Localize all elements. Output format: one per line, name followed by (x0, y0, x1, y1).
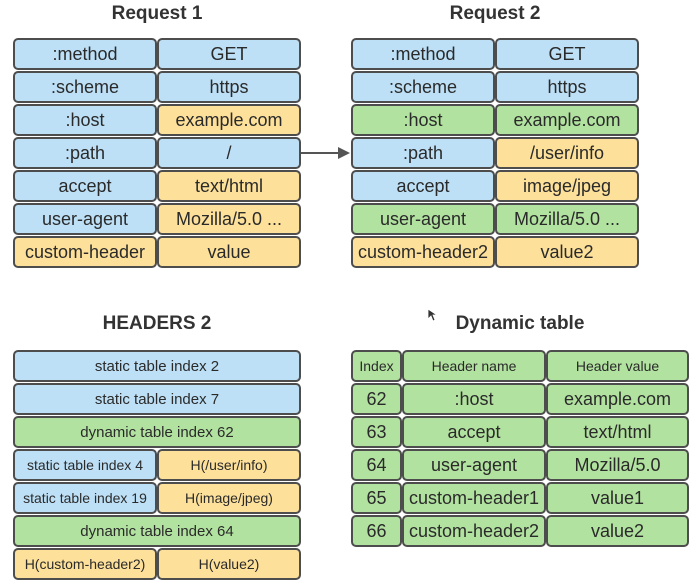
dynamic-table-index-cell: 66 (351, 515, 402, 547)
dynamic-table-value-cell: Mozilla/5.0 (546, 449, 689, 481)
headers2-cell: H(value2) (157, 548, 301, 580)
dynamic-table-index-cell: 64 (351, 449, 402, 481)
request1-value-cell: text/html (157, 170, 301, 202)
dynamic-table-name-cell: :host (402, 383, 546, 415)
dynamic-table-name-cell: custom-header1 (402, 482, 546, 514)
request1-name-cell: user-agent (13, 203, 157, 235)
dynamic-table-name-cell: user-agent (402, 449, 546, 481)
request1-value-cell: https (157, 71, 301, 103)
request2-value-cell: GET (495, 38, 639, 70)
request2-name-cell: :host (351, 104, 495, 136)
dynamic-table-title: Dynamic table (455, 313, 585, 334)
request1-value-cell: GET (157, 38, 301, 70)
dynamic-table-index-cell: 63 (351, 416, 402, 448)
dynamic-table-name-cell: accept (402, 416, 546, 448)
request2-name-cell: :scheme (351, 71, 495, 103)
headers2-title: HEADERS 2 (102, 313, 212, 334)
headers2-cell: dynamic table index 64 (13, 515, 301, 547)
dynamic-table-name-cell: custom-header2 (402, 515, 546, 547)
request2-value-cell: https (495, 71, 639, 103)
request2-value-cell: /user/info (495, 137, 639, 169)
request2-name-cell: user-agent (351, 203, 495, 235)
request1-value-cell: Mozilla/5.0 ... (157, 203, 301, 235)
request1-name-cell: accept (13, 170, 157, 202)
headers2-cell: H(/user/info) (157, 449, 301, 481)
headers2-cell: static table index 2 (13, 350, 301, 382)
request2-value-cell: image/jpeg (495, 170, 639, 202)
headers2-cell: static table index 19 (13, 482, 157, 514)
request2-value-cell: value2 (495, 236, 639, 268)
request1-name-cell: custom-header (13, 236, 157, 268)
request1-title: Request 1 (111, 3, 203, 24)
headers2-cell: static table index 4 (13, 449, 157, 481)
request2-name-cell: custom-header2 (351, 236, 495, 268)
headers2-cell: H(image/jpeg) (157, 482, 301, 514)
request1-name-cell: :host (13, 104, 157, 136)
request2-value-cell: Mozilla/5.0 ... (495, 203, 639, 235)
request1-name-cell: :scheme (13, 71, 157, 103)
mouse-cursor-icon (427, 308, 437, 322)
request1-value-cell: / (157, 137, 301, 169)
request1-value-cell: example.com (157, 104, 301, 136)
dynamic-table-header-index: Index (351, 350, 402, 382)
headers2-cell: dynamic table index 62 (13, 416, 301, 448)
dynamic-table-value-cell: value2 (546, 515, 689, 547)
dynamic-table-value-cell: value1 (546, 482, 689, 514)
dynamic-table-value-cell: example.com (546, 383, 689, 415)
request1-value-cell: value (157, 236, 301, 268)
request2-name-cell: accept (351, 170, 495, 202)
headers2-cell: H(custom-header2) (13, 548, 157, 580)
dynamic-table-value-cell: text/html (546, 416, 689, 448)
dynamic-table-index-cell: 65 (351, 482, 402, 514)
request2-title: Request 2 (449, 3, 541, 24)
request2-name-cell: :method (351, 38, 495, 70)
request1-name-cell: :path (13, 137, 157, 169)
request2-value-cell: example.com (495, 104, 639, 136)
request1-name-cell: :method (13, 38, 157, 70)
request2-name-cell: :path (351, 137, 495, 169)
dynamic-table-index-cell: 62 (351, 383, 402, 415)
dynamic-table-header-value: Header value (546, 350, 689, 382)
dynamic-table-header-name: Header name (402, 350, 546, 382)
headers2-cell: static table index 7 (13, 383, 301, 415)
